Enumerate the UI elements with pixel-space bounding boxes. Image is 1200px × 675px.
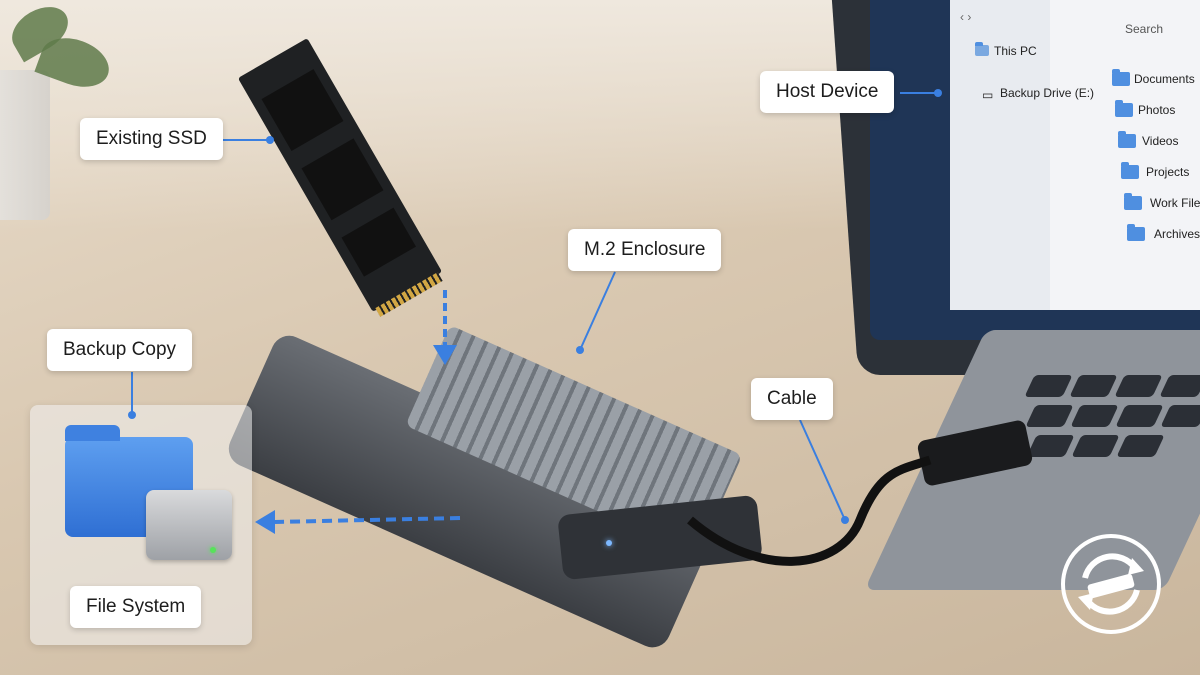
sync-logo-icon bbox=[1061, 534, 1161, 634]
leader-m2-enclosure bbox=[579, 271, 616, 351]
leader-cable bbox=[799, 419, 846, 521]
folder-icon bbox=[1118, 131, 1136, 148]
enclosure-status-led bbox=[606, 540, 612, 546]
usb-cable bbox=[687, 455, 932, 566]
leader-dot bbox=[576, 346, 584, 354]
folder-documents[interactable]: Documents bbox=[1134, 72, 1195, 86]
drive-activity-led bbox=[210, 547, 216, 553]
folder-archives[interactable]: Archives bbox=[1154, 227, 1200, 241]
callout-existing-ssd: Existing SSD bbox=[80, 118, 223, 160]
explorer-back-icon[interactable]: ‹ › bbox=[960, 10, 972, 24]
callout-cable: Cable bbox=[751, 378, 833, 420]
leader-dot bbox=[841, 516, 849, 524]
file-explorer-window: ‹ › Search This PC ▭ Backup Drive (E:) D… bbox=[950, 0, 1200, 310]
callout-file-system: File System bbox=[70, 586, 202, 628]
drive-icon: ▭ bbox=[982, 88, 994, 102]
folder-videos[interactable]: Videos bbox=[1142, 134, 1179, 148]
folder-photos[interactable]: Photos bbox=[1138, 103, 1176, 117]
external-drive-icon bbox=[146, 490, 232, 560]
folder-icon bbox=[1115, 100, 1133, 117]
folder-icon bbox=[1121, 162, 1139, 179]
plant-pot bbox=[0, 70, 50, 220]
backup-arrow bbox=[274, 516, 461, 524]
backup-arrow-head bbox=[255, 510, 275, 534]
callout-m2-enclosure: M.2 Enclosure bbox=[568, 229, 722, 271]
folder-projects[interactable]: Projects bbox=[1146, 165, 1190, 179]
leader-dot bbox=[128, 411, 136, 419]
leader-dot bbox=[934, 89, 942, 97]
folder-icon bbox=[1124, 193, 1142, 210]
explorer-nav-pane bbox=[950, 0, 1050, 310]
nav-backup-drive[interactable]: Backup Drive (E:) bbox=[1000, 86, 1095, 100]
leader-dot bbox=[266, 136, 274, 144]
nav-this-pc[interactable]: This PC bbox=[994, 44, 1037, 58]
folder-work-files[interactable]: Work Files bbox=[1150, 196, 1200, 210]
folder-icon bbox=[1127, 224, 1145, 241]
this-pc-icon bbox=[975, 42, 989, 56]
insert-arrow-head bbox=[433, 345, 457, 365]
callout-backup-copy: Backup Copy bbox=[47, 329, 193, 371]
callout-host-device: Host Device bbox=[760, 71, 895, 113]
explorer-search-box[interactable]: Search bbox=[1125, 22, 1164, 36]
folder-icon bbox=[1112, 69, 1130, 86]
